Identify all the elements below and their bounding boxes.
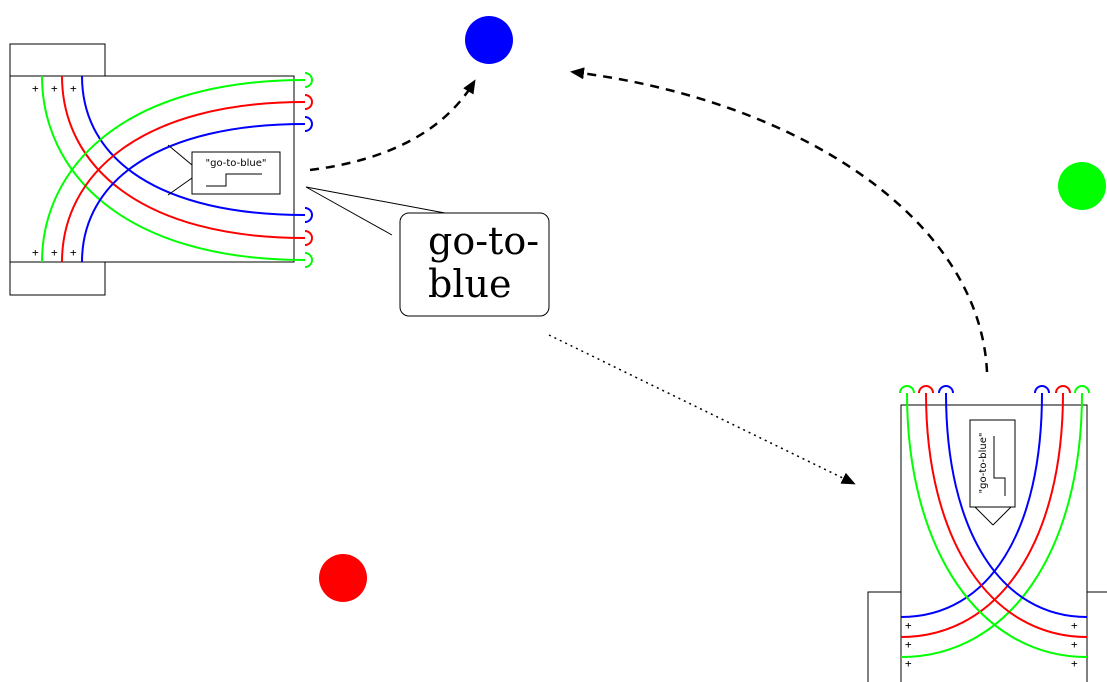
message-transfer-arrow	[548, 334, 856, 485]
vehicle-b-blue-sensor	[1034, 385, 1050, 394]
vehicle-a-state-label: "go-to-blue"	[206, 158, 267, 169]
vehicle-b-plus-sign: +	[1071, 638, 1078, 651]
vehicle-b-green-sensor	[1074, 385, 1090, 394]
vehicle-b-green-sensor	[899, 385, 915, 394]
speech-bubble-text-line2: blue	[428, 262, 511, 306]
vehicle-b-left-wheel	[867, 591, 902, 682]
vehicle-b-red-wire	[925, 392, 1088, 638]
vehicle-b-red-sensor	[1055, 385, 1071, 394]
vehicle-a-red-wire	[61, 75, 306, 239]
vehicle-b-state-pointer	[974, 506, 994, 526]
vehicle-a-blue-wire	[81, 75, 306, 216]
vehicle-a-plus-sign: +	[32, 82, 39, 95]
vehicle-a-plus-sign: +	[70, 82, 77, 95]
vehicle-b-right-wheel	[1086, 591, 1107, 682]
blue-light-source	[465, 16, 513, 64]
vehicle-a-red-sensor	[304, 230, 313, 246]
vehicle-b-state-pointer	[992, 506, 1012, 526]
vehicle-a-bottom-wheel	[9, 261, 106, 296]
speech-bubble: go-to- blue	[305, 186, 550, 317]
vehicle-b-red-sensor	[918, 385, 934, 394]
red-light-source	[319, 554, 367, 602]
vehicle-a-state-pointer	[167, 177, 193, 196]
vehicle-a-green-sensor	[304, 72, 313, 88]
vehicle-a-blue-wire	[81, 123, 306, 263]
vehicle-b-state-label: "go-to-blue"	[978, 433, 989, 494]
vehicle-b-plus-sign: +	[1071, 657, 1078, 670]
speech-bubble-text-line1: go-to-	[428, 219, 539, 263]
vehicle-b: + + + + + + "go-to-blue"	[867, 385, 1107, 682]
vehicle-a-green-sensor	[304, 252, 313, 268]
vehicle-a-step-symbol	[206, 173, 262, 187]
vehicle-a-state-box	[191, 151, 281, 195]
vehicle-b-blue-wire	[900, 392, 1043, 618]
vehicle-b-red-wire	[900, 392, 1064, 638]
vehicle-b-blue-wire	[945, 392, 1088, 618]
vehicle-a-blue-sensor	[304, 207, 313, 223]
vehicle-a-state-pointer	[167, 144, 193, 166]
speech-bubble-box	[399, 212, 550, 317]
vehicle-a-green-wire	[41, 79, 306, 263]
vehicle-a-blue-sensor	[304, 116, 313, 132]
vehicle-b-plus-sign: +	[905, 619, 912, 632]
vehicle-b-state-box	[969, 419, 1016, 508]
vehicle-a-red-wire	[61, 101, 306, 263]
vehicle-b-green-wire	[900, 392, 1083, 658]
vehicle-a-plus-sign: +	[32, 246, 39, 259]
vehicle-b-plus-sign: +	[1071, 619, 1078, 632]
vehicle-b-step-symbol	[993, 436, 1006, 496]
vehicle-b-blue-sensor	[938, 385, 954, 394]
vehicle-b-heading-arrow	[570, 67, 989, 373]
vehicle-a-heading-arrow	[309, 79, 476, 172]
vehicle-a-green-wire	[41, 75, 306, 261]
vehicle-a-plus-sign: +	[70, 246, 77, 259]
vehicle-a-top-wheel	[9, 43, 106, 77]
vehicle-a-plus-sign: +	[51, 82, 58, 95]
vehicle-a: + + + + + + "go-to-blue"	[9, 43, 313, 296]
vehicle-a-plus-sign: +	[51, 246, 58, 259]
vehicle-b-plus-sign: +	[905, 638, 912, 651]
vehicle-b-green-wire	[906, 392, 1088, 658]
vehicle-b-plus-sign: +	[905, 657, 912, 670]
green-light-source	[1058, 162, 1106, 210]
vehicle-a-red-sensor	[304, 94, 313, 110]
